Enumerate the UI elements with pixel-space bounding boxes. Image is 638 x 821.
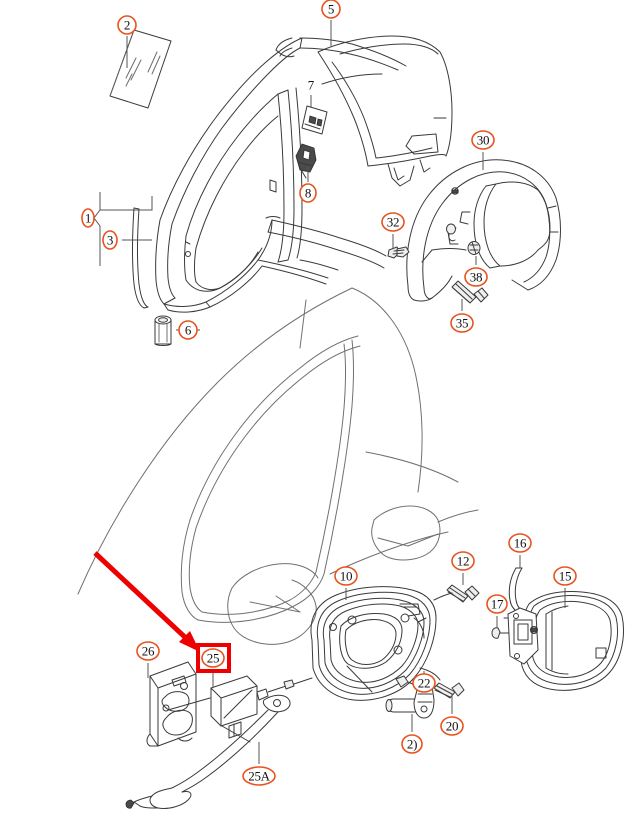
callout-25a[interactable]: 25A	[242, 766, 276, 786]
part-25a-release-cable	[125, 694, 291, 809]
callout-12[interactable]: 12	[451, 551, 475, 571]
callout-17[interactable]: 17	[486, 594, 508, 614]
callout-7-label: 7	[308, 78, 315, 93]
part-12-hex-bolt	[433, 584, 480, 603]
part-26-mounting-bracket	[146, 661, 211, 747]
callout-16[interactable]: 16	[508, 533, 532, 553]
callout-32-label: 32	[387, 215, 399, 230]
callout-25a-label: 25A	[248, 769, 270, 784]
callout-22[interactable]: 22	[412, 673, 436, 693]
callout-21-label: 2)	[407, 737, 417, 752]
callout-20[interactable]: 20	[440, 716, 464, 736]
part-17-hinge-grommet	[491, 627, 511, 639]
part-32-expanding-rivet	[387, 246, 410, 259]
part-6-bush-sleeve	[154, 315, 172, 346]
part-3-pillar-trim-strip	[132, 207, 149, 309]
part-20-screw	[433, 682, 465, 699]
part-38-push-in-clip	[467, 241, 481, 255]
part-8-latch-bracket	[295, 143, 317, 179]
callout-3[interactable]: 3	[102, 230, 118, 250]
callout-38[interactable]: 38	[464, 267, 488, 287]
part-30-wheel-arch-liner	[406, 159, 561, 302]
part-clip-small	[446, 223, 456, 242]
callout-30[interactable]: 30	[471, 130, 495, 150]
part-35-tapping-screw	[451, 280, 489, 304]
callouts-layer: 1 2 3 5 6 7 8 10	[81, 0, 577, 786]
callout-20-label: 20	[446, 719, 458, 734]
callout-2[interactable]: 2	[117, 15, 137, 35]
callout-26-label: 26	[142, 644, 155, 659]
callout-15-label: 15	[559, 569, 571, 584]
callout-5[interactable]: 5	[321, 0, 341, 19]
callout-35-label: 35	[456, 316, 468, 331]
part-rear-quarter-panel	[317, 35, 453, 187]
callout-16-label: 16	[514, 536, 527, 551]
callout-26[interactable]: 26	[136, 641, 160, 661]
callout-22-label: 22	[418, 676, 430, 691]
callout-21[interactable]: 2)	[401, 734, 423, 754]
callout-7[interactable]: 7	[308, 78, 315, 93]
callout-3-label: 3	[107, 233, 113, 248]
callout-32[interactable]: 32	[381, 212, 405, 232]
ghost-vehicle-body-outline	[77, 287, 479, 645]
callout-35[interactable]: 35	[450, 313, 474, 333]
callout-5-label: 5	[328, 2, 334, 17]
part-10-fuel-filler-pocket	[310, 586, 441, 701]
callout-12-label: 12	[457, 554, 469, 569]
callout-10-label: 10	[340, 569, 352, 584]
callout-1[interactable]: 1	[81, 208, 95, 228]
part-7-retainer-clip-plate	[301, 105, 328, 135]
callout-15[interactable]: 15	[553, 566, 577, 586]
callout-25-highlighted[interactable]: 25	[196, 643, 231, 673]
callout-6[interactable]: 6	[178, 320, 198, 340]
callout-8-label: 8	[305, 186, 311, 201]
part-25-central-locking-actuator	[210, 675, 313, 739]
highlight-arrow	[93, 551, 200, 652]
callout-25-label: 25	[207, 651, 219, 666]
callout-6-label: 6	[185, 323, 192, 338]
part-1-body-side-frame	[155, 37, 407, 313]
callout-17-label: 17	[491, 597, 504, 612]
callout-30-label: 30	[477, 133, 489, 148]
part-2-side-window-glass	[109, 29, 172, 109]
callout-8[interactable]: 8	[299, 183, 317, 203]
part-15-fuel-flap-lid	[503, 591, 624, 691]
callout-10[interactable]: 10	[334, 566, 358, 586]
callout-2-label: 2	[124, 18, 130, 33]
callout-38-label: 38	[470, 270, 482, 285]
callout-1-label: 1	[85, 211, 91, 226]
